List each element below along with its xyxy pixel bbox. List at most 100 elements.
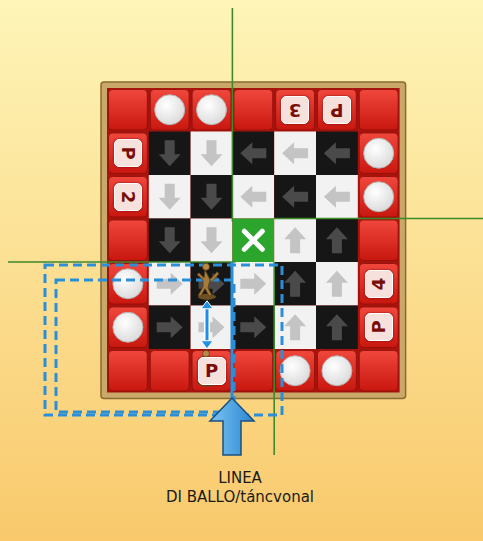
white-cell	[316, 262, 358, 306]
direction-arrow	[159, 227, 181, 253]
dashed-area	[56, 280, 234, 412]
border-cell	[359, 220, 398, 261]
direction-arrow	[240, 142, 266, 164]
board-marker: 3	[281, 96, 309, 124]
white-cell	[191, 306, 233, 350]
dashed-area	[45, 265, 282, 415]
direction-arrow	[326, 271, 348, 297]
border-cell	[150, 351, 189, 392]
white-circle	[364, 138, 394, 168]
direction-arrow	[159, 184, 181, 210]
direction-arrow	[326, 314, 348, 340]
caption-text: LINEA	[218, 469, 262, 487]
guide-line	[274, 218, 483, 220]
black-cell	[316, 306, 358, 350]
board-marker: P	[198, 357, 226, 385]
border-cell	[234, 351, 273, 392]
caption-text: DI BALLO/táncvonal	[166, 488, 314, 506]
direction-arrow	[282, 186, 308, 208]
black-cell	[232, 306, 274, 350]
border-cell	[276, 90, 315, 131]
x-mark	[244, 231, 262, 249]
white-circle	[113, 312, 143, 342]
dancer-figurine	[197, 263, 219, 300]
white-circle	[113, 269, 143, 299]
white-circle	[280, 356, 310, 386]
board-marker: P	[114, 139, 142, 167]
black-cell	[274, 262, 316, 306]
guide-line	[8, 261, 235, 263]
white-cell	[191, 132, 233, 176]
border-cell	[318, 90, 357, 131]
center-cell	[232, 219, 274, 263]
black-cell	[191, 262, 233, 306]
board-marker: P	[323, 96, 351, 124]
direction-arrow	[157, 316, 183, 338]
border-cell	[359, 133, 398, 174]
white-circle	[155, 95, 185, 125]
board-marker: 4	[365, 270, 393, 298]
border-cell	[150, 90, 189, 131]
board-base	[107, 88, 400, 393]
black-cell	[191, 175, 233, 219]
direction-arrow	[201, 140, 223, 166]
border-cell	[109, 133, 148, 174]
black-cell	[149, 132, 191, 176]
border-cell	[359, 307, 398, 348]
white-cell	[149, 262, 191, 306]
direction-arrow	[159, 140, 181, 166]
direction-arrow	[157, 273, 183, 295]
board-marker: P	[365, 313, 393, 341]
board-frame	[101, 82, 406, 399]
white-cell	[232, 175, 274, 219]
white-cell	[274, 132, 316, 176]
direction-arrow	[324, 142, 350, 164]
direction-arrow	[284, 314, 306, 340]
border-cell	[359, 90, 398, 131]
border-cell	[192, 351, 231, 392]
direction-arrow	[201, 227, 223, 253]
border-cell	[318, 351, 357, 392]
direction-arrow	[326, 227, 348, 253]
direction-arrow	[240, 316, 266, 338]
black-cell	[232, 132, 274, 176]
black-cell	[149, 219, 191, 263]
direction-arrow	[282, 142, 308, 164]
white-circle	[322, 356, 352, 386]
black-cell	[316, 219, 358, 263]
border-cell	[359, 177, 398, 218]
direction-arrow	[284, 271, 306, 297]
black-cell	[274, 175, 316, 219]
direction-arrow	[240, 186, 266, 208]
guide-line	[232, 8, 234, 222]
white-circle	[197, 95, 227, 125]
double-arrow	[201, 301, 213, 349]
border-cell	[359, 351, 398, 392]
white-circle	[364, 182, 394, 212]
black-cell	[149, 306, 191, 350]
direction-arrow	[199, 316, 225, 338]
pointer-arrow	[210, 398, 254, 455]
white-cell	[274, 219, 316, 263]
guide-line	[273, 262, 275, 455]
border-cell	[109, 177, 148, 218]
border-cell	[109, 220, 148, 261]
dance-line	[231, 262, 234, 405]
direction-arrow	[240, 273, 266, 295]
direction-arrow	[201, 184, 223, 210]
border-cell	[359, 264, 398, 305]
white-cell	[316, 175, 358, 219]
board-marker: 2	[114, 183, 142, 211]
white-cell	[274, 306, 316, 350]
black-cell	[316, 132, 358, 176]
white-cell	[232, 262, 274, 306]
border-cell	[234, 90, 273, 131]
direction-arrow	[284, 227, 306, 253]
border-cell	[109, 90, 148, 131]
white-cell	[149, 175, 191, 219]
border-cell	[192, 90, 231, 131]
border-cell	[109, 264, 148, 305]
board-cells	[109, 90, 399, 392]
border-cell	[109, 307, 148, 348]
